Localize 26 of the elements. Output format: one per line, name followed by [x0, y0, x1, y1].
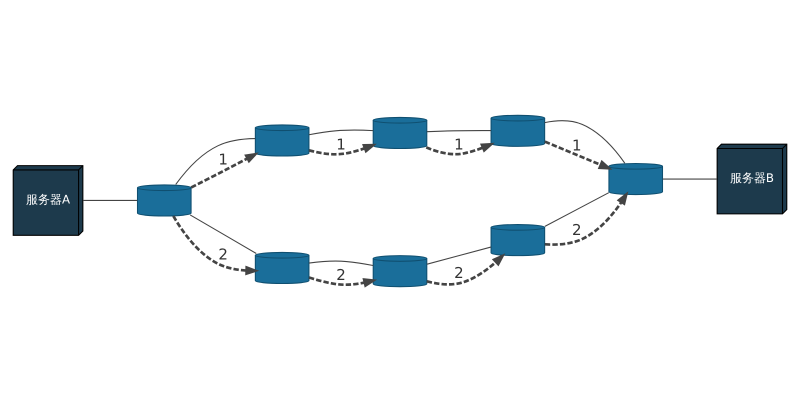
- connector: [544, 192, 609, 227]
- arrow: [426, 142, 495, 156]
- connector: [544, 120, 626, 164]
- connector: [426, 130, 491, 132]
- arrow: [544, 140, 612, 170]
- edge-label: 2: [218, 246, 228, 264]
- connector: [175, 138, 256, 185]
- connector: [83, 200, 138, 201]
- connector: [662, 178, 717, 180]
- connector: [426, 246, 492, 265]
- connector: [308, 260, 374, 266]
- edge-label: 1: [336, 135, 346, 154]
- edge-label: 2: [336, 266, 346, 284]
- arrow: [308, 276, 378, 288]
- connector: [308, 130, 374, 136]
- arrow: [544, 191, 628, 246]
- arrow: [308, 144, 377, 156]
- edge-label: 1: [572, 136, 582, 154]
- arrow: [190, 152, 259, 189]
- edge-label: 1: [218, 150, 228, 168]
- edge-label: 2: [454, 264, 464, 282]
- connector: [190, 214, 257, 254]
- edge-label: 1: [454, 135, 464, 154]
- arrow: [172, 215, 260, 276]
- arrow: [426, 253, 506, 286]
- edge-label: 2: [572, 220, 582, 239]
